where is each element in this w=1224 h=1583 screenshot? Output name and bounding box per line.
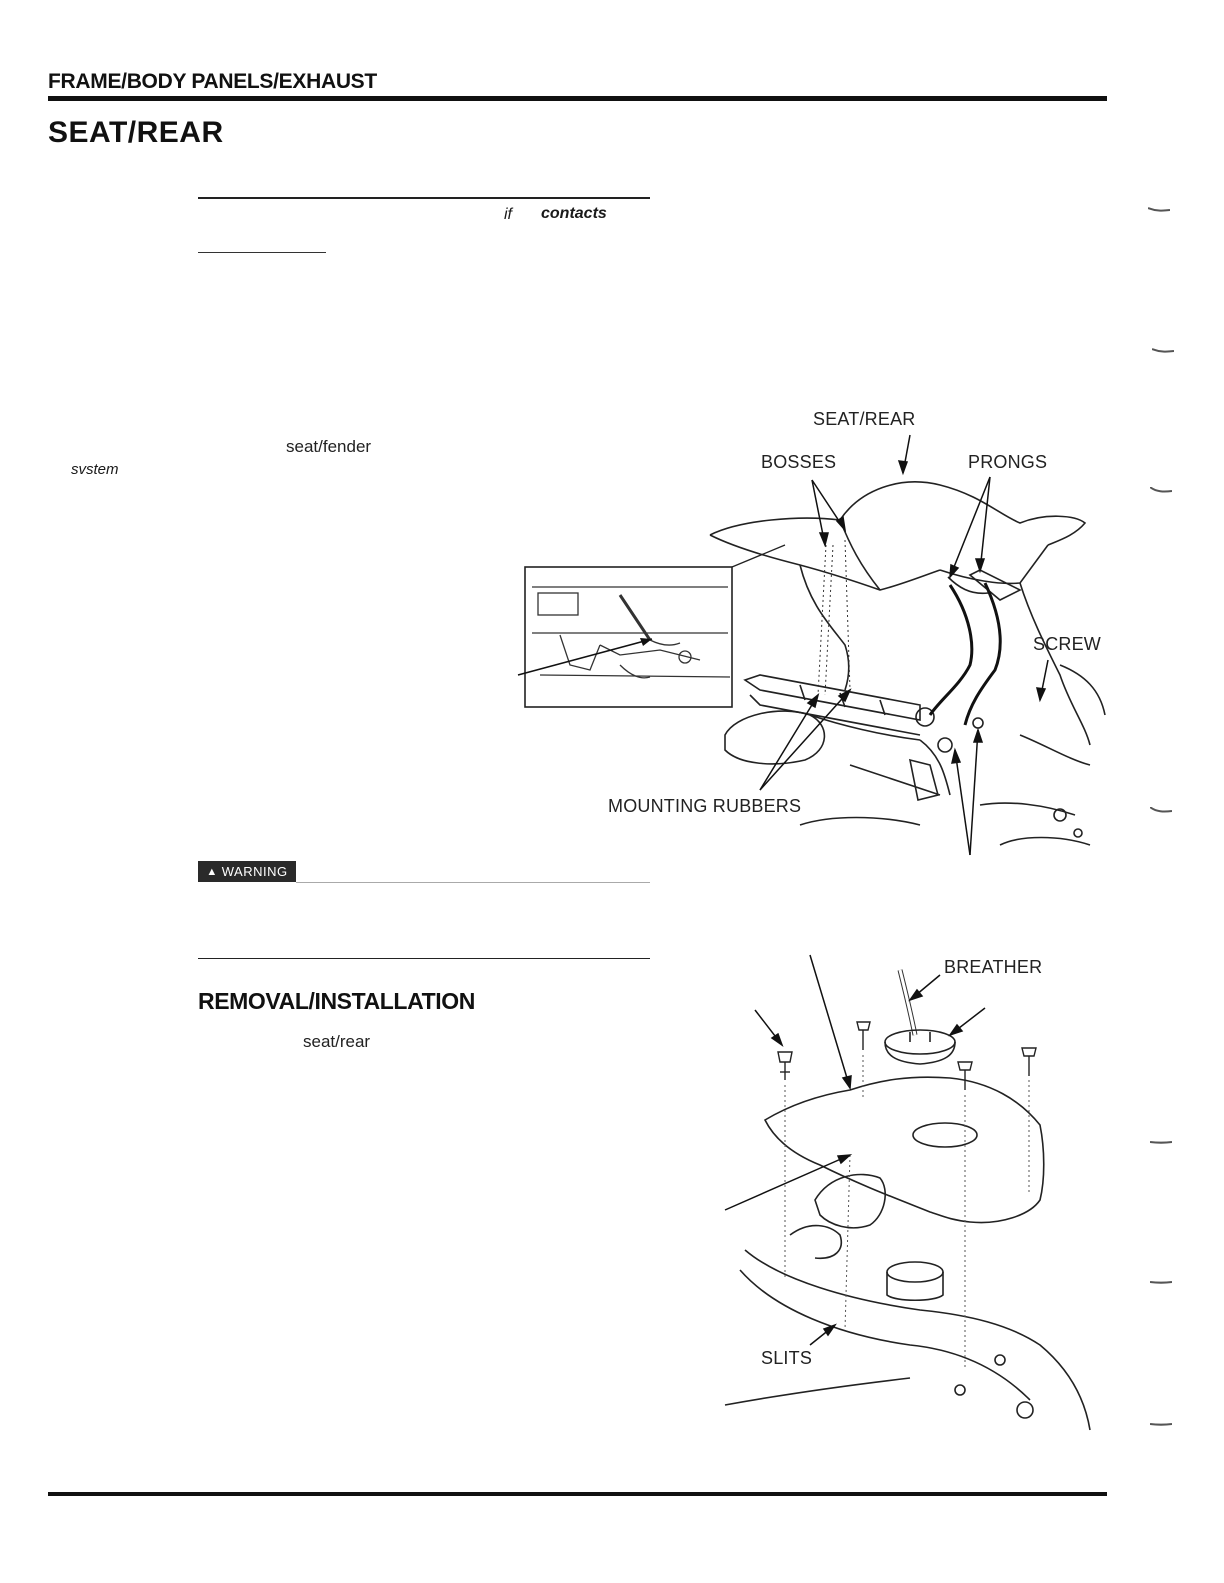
edge-tab-2 xyxy=(1151,340,1175,353)
system-text: svstem xyxy=(71,461,119,478)
service-text-if: if xyxy=(504,206,512,223)
page-title: SEAT/REAR xyxy=(48,116,224,149)
fuel-cover-figure: BREATHER SLITS xyxy=(700,950,1110,1465)
footer-rule xyxy=(48,1492,1107,1496)
callout-prongs: PRONGS xyxy=(968,452,1048,472)
callout-slits: SLITS xyxy=(761,1348,813,1368)
edge-tab-3 xyxy=(1149,480,1173,493)
removal-heading: REMOVAL/INSTALLATION xyxy=(198,988,475,1014)
fuel-cover-illustration xyxy=(724,954,1091,1431)
edge-tab-6 xyxy=(1149,1272,1173,1284)
seat-rear-illustration xyxy=(517,434,1106,856)
callout-bosses: BOSSES xyxy=(761,452,837,472)
edge-tab-5 xyxy=(1149,1132,1173,1144)
seat-rear-figure: SEAT/REAR BOSSES PRONGS SCREW MOUNTING R… xyxy=(500,405,1110,875)
service-text-contacts: contacts xyxy=(541,205,607,222)
seat-rear-text: seat/rear xyxy=(303,1032,371,1051)
callout-breather: BREATHER xyxy=(944,957,1043,977)
warning-triangle-icon: ▲ xyxy=(206,865,218,878)
removal-top-rule xyxy=(198,958,650,959)
service-info-top-rule xyxy=(198,197,650,199)
warning-label: WARNING xyxy=(221,864,288,879)
callout-screw: SCREW xyxy=(1033,634,1101,654)
warning-rule xyxy=(296,882,650,883)
section-header: FRAME/BODY PANELS/EXHAUST xyxy=(48,70,377,93)
callout-mounting-rubbers: MOUNTING RUBBERS xyxy=(608,796,802,816)
seat-fender-text: seat/fender xyxy=(286,437,372,456)
service-info-underline xyxy=(198,252,326,253)
edge-tab-1 xyxy=(1147,199,1171,212)
header-rule xyxy=(48,96,1107,101)
warning-badge: ▲ WARNING xyxy=(198,861,296,882)
edge-tab-7 xyxy=(1149,1414,1173,1426)
callout-seat-rear: SEAT/REAR xyxy=(813,409,916,429)
edge-tab-4 xyxy=(1149,800,1173,813)
